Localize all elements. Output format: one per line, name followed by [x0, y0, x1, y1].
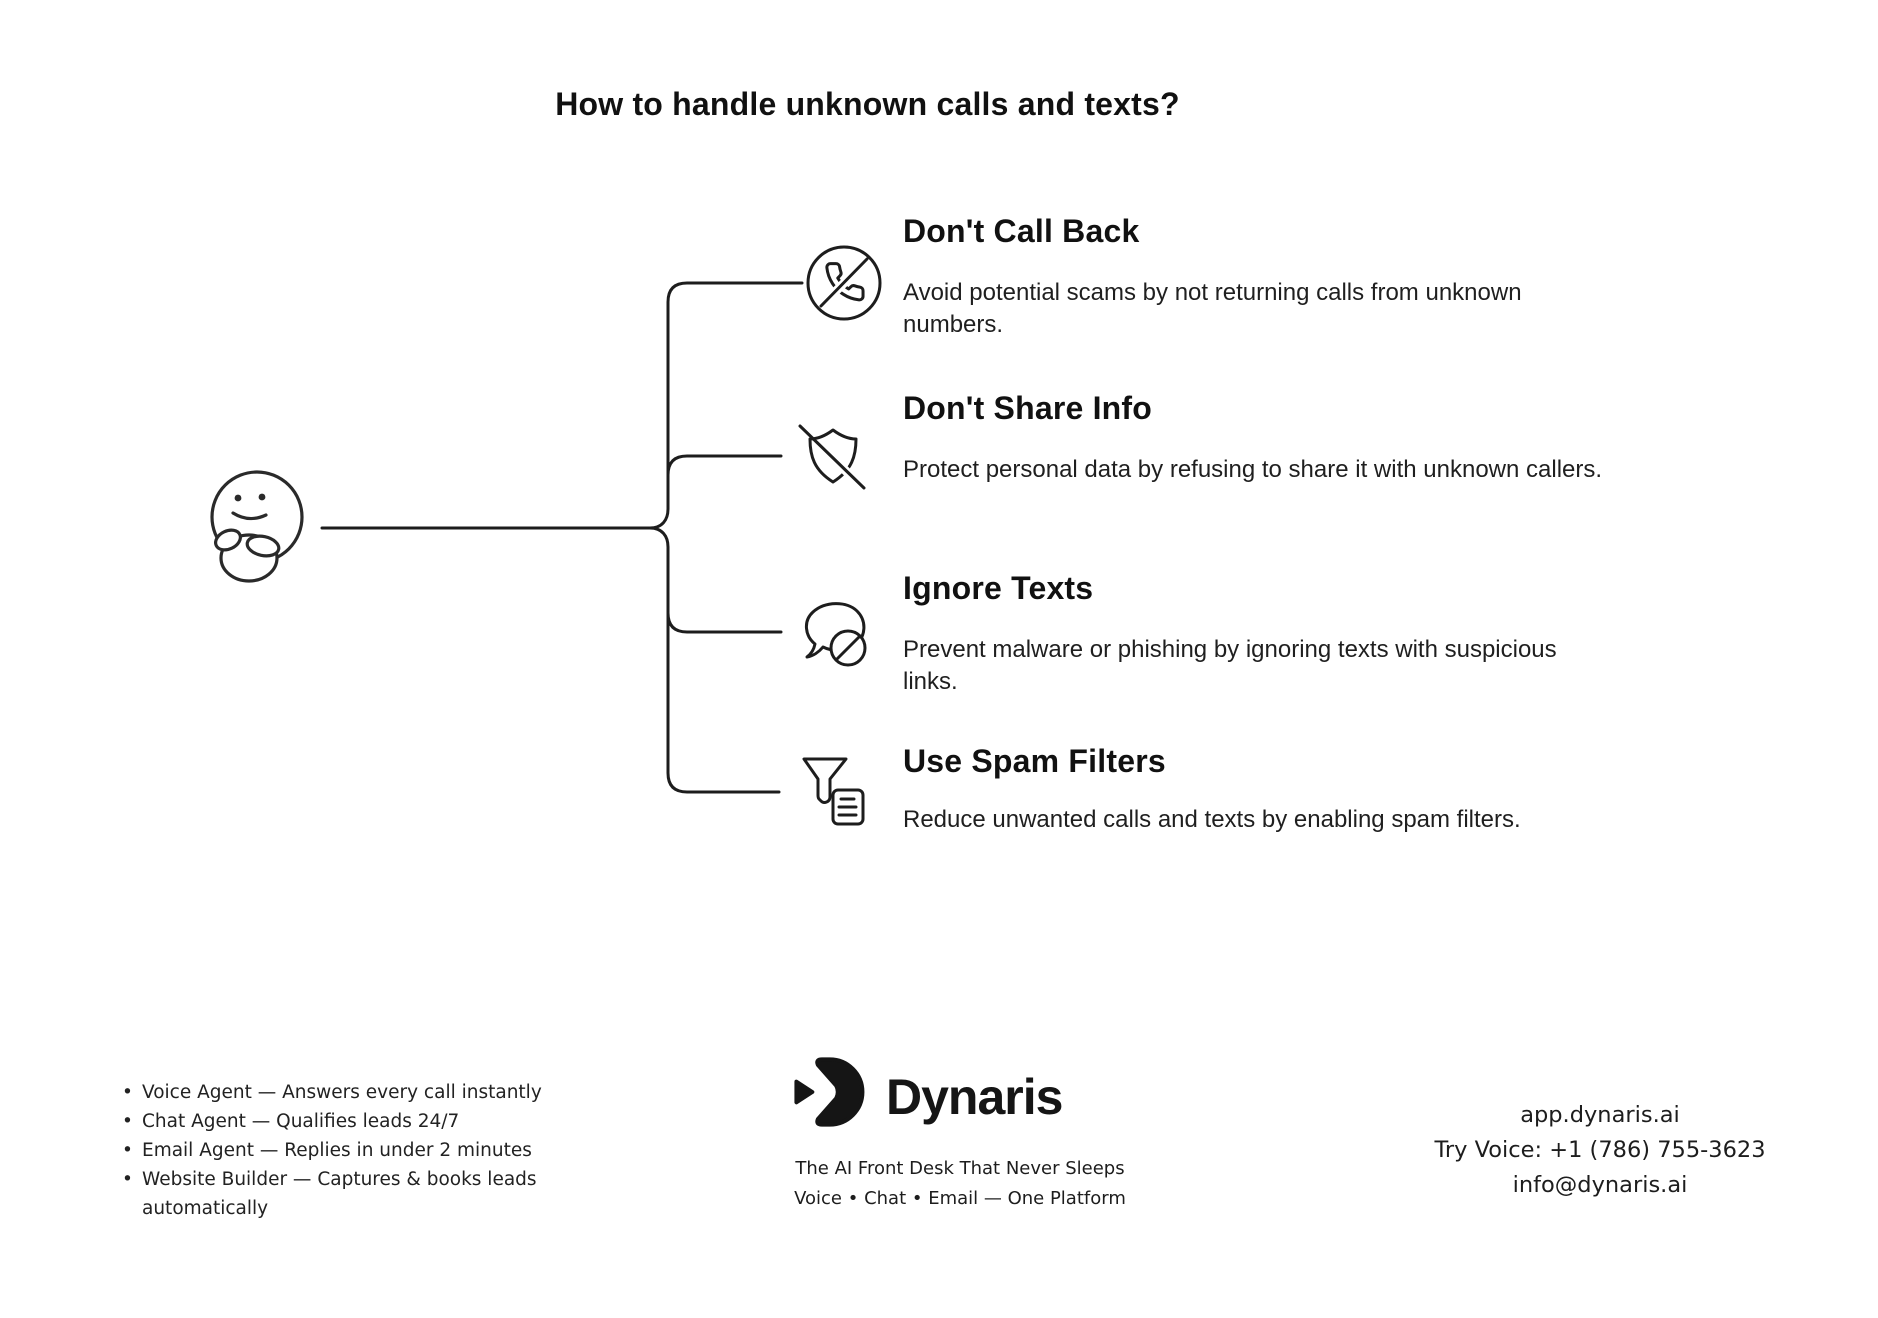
contact-phone: Try Voice: +1 (786) 755-3623: [1434, 1137, 1766, 1163]
feature-item-email-agent: •Email Agent — Replies in under 2 minute…: [122, 1136, 588, 1165]
branch-heading-dont-share-info: Don't Share Info: [903, 390, 1153, 426]
thinking-face-icon: [210, 470, 304, 583]
brand-tagline-line1: The AI Front Desk That Never Sleeps: [795, 1158, 1125, 1179]
feature-item-voice-agent: •Voice Agent — Answers every call instan…: [122, 1078, 588, 1107]
phone-off-circle-icon: [806, 245, 882, 321]
message-ban-icon: [805, 602, 867, 667]
bullet-icon: •: [122, 1169, 133, 1190]
branch-heading-ignore-texts: Ignore Texts: [903, 570, 1094, 606]
spam-filter-icon: [802, 757, 865, 826]
branch-desc-ignore-texts: Prevent malware or phishing by ignoring …: [903, 636, 1557, 695]
bullet-icon: •: [122, 1111, 133, 1132]
branch-heading-use-spam-filters: Use Spam Filters: [903, 743, 1166, 779]
contact-email: info@dynaris.ai: [1512, 1172, 1688, 1198]
contact-website: app.dynaris.ai: [1520, 1102, 1680, 1128]
brand-name: Dynaris: [886, 1069, 1063, 1125]
bullet-icon: •: [122, 1140, 133, 1161]
dynaris-logo-icon: [794, 1057, 865, 1127]
feature-item-chat-agent: •Chat Agent — Qualifies leads 24/7: [122, 1107, 588, 1136]
branch-desc-dont-share-info: Protect personal data by refusing to sha…: [903, 456, 1603, 483]
feature-item-website-builder: •Website Builder — Captures & books lead…: [122, 1165, 588, 1223]
page-title: How to handle unknown calls and texts?: [555, 86, 1180, 122]
contact-block: app.dynaris.ai Try Voice: +1 (786) 755-3…: [1400, 1098, 1800, 1203]
feature-list: •Voice Agent — Answers every call instan…: [118, 1078, 588, 1223]
bullet-icon: •: [122, 1082, 133, 1103]
branch-heading-dont-call-back: Don't Call Back: [903, 213, 1140, 249]
branch-desc-dont-call-back: Avoid potential scams by not returning c…: [903, 279, 1522, 338]
branch-desc-use-spam-filters: Reduce unwanted calls and texts by enabl…: [903, 806, 1521, 833]
shield-off-icon: [798, 424, 866, 490]
brand-tagline-line2: Voice • Chat • Email — One Platform: [794, 1188, 1126, 1209]
